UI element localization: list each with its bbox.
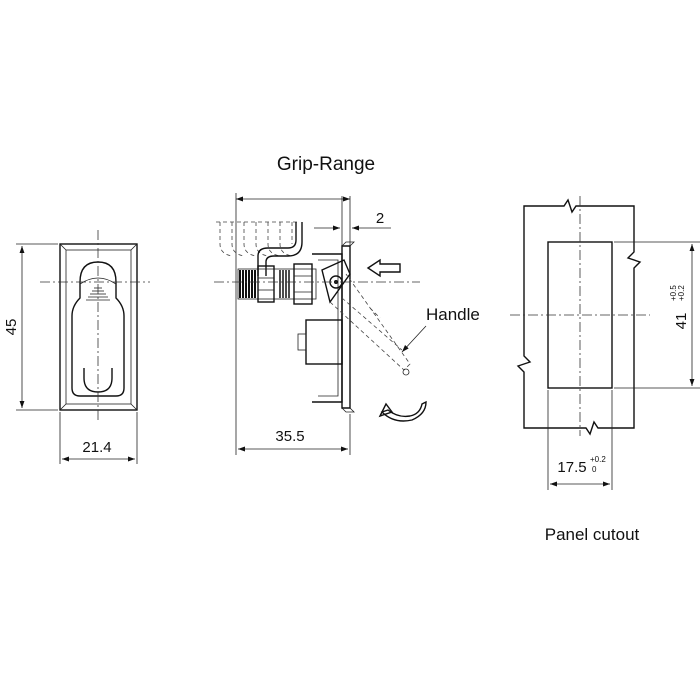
side-view: Grip-Range 2 [214, 154, 480, 455]
front-view: 45 21.4 [3, 230, 150, 464]
panel-cutout-view: 41 +0.5 +0.2 17.5 +0.2 0 Panel cutout [510, 196, 700, 544]
cutout-width-tol-upper: +0.2 [590, 455, 606, 464]
grip-range-label: Grip-Range [277, 154, 375, 175]
front-outer-bezel [59, 243, 138, 411]
threaded-stud [237, 268, 317, 300]
cutout-width-dimension: 17.5 [557, 459, 586, 476]
panel-outline [516, 198, 642, 436]
cutout-height-tol-lower: +0.2 [677, 285, 686, 301]
width-dimension: 21.4 [82, 439, 111, 456]
depth-dimension: 35.5 [275, 428, 304, 445]
front-inner-bezel [65, 249, 132, 405]
handle-label: Handle [426, 305, 480, 324]
lower-block [305, 319, 343, 365]
stud-thread [239, 270, 256, 298]
cutout-height-dimension: 41 [673, 313, 690, 330]
cutout-width-tol-lower: 0 [592, 465, 597, 474]
nut-1 [257, 265, 275, 303]
clamp-fingers [216, 221, 298, 257]
rotate-arrow-icon [378, 400, 427, 422]
handle-leader [401, 325, 427, 353]
stud-thread-2 [279, 270, 290, 298]
offset-dimension: 2 [376, 210, 384, 227]
clamp-bracket [257, 222, 297, 276]
handle-open-position [329, 273, 411, 371]
nut-2 [293, 263, 313, 305]
height-dimension: 45 [3, 319, 20, 336]
arrow-left-icon [366, 258, 401, 278]
panel-cutout-label: Panel cutout [545, 525, 640, 544]
cutout-height-tol-upper: +0.5 [669, 285, 678, 301]
